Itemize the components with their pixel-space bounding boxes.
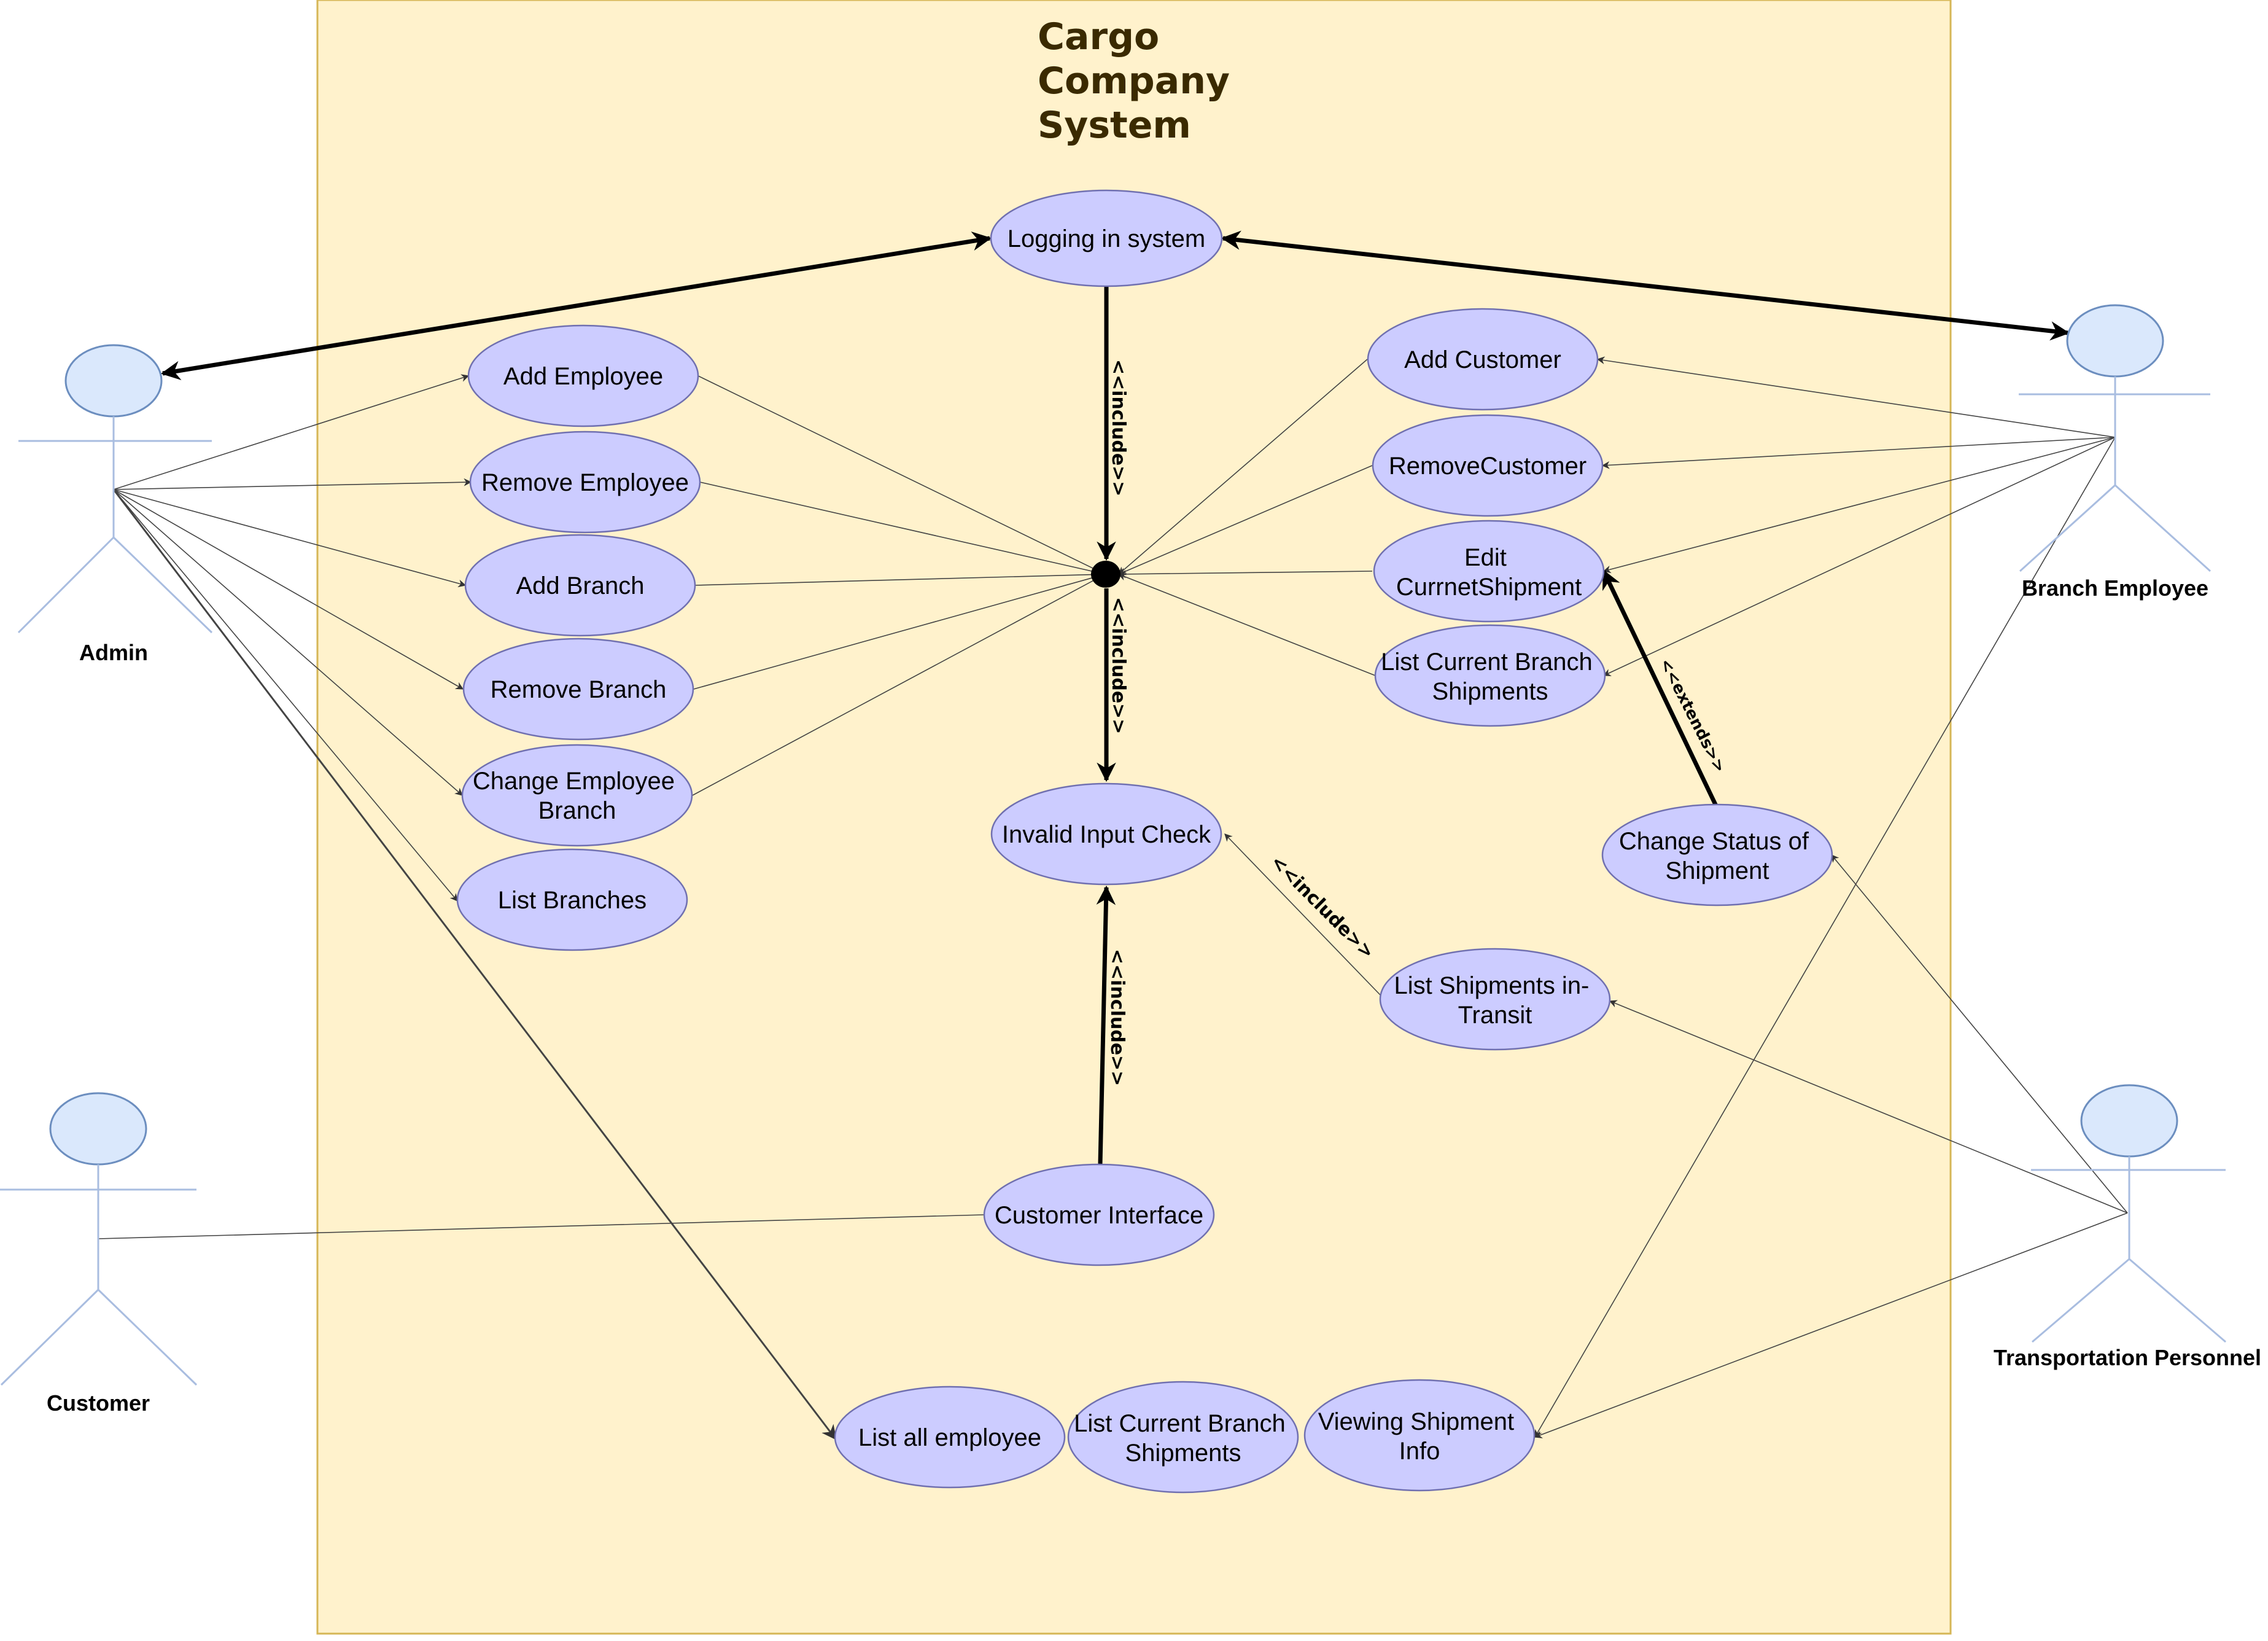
actor-admin[interactable]: Admin <box>17 344 213 665</box>
svg-text:List Shipments in- Trans: List Shipments in- Transit <box>1394 972 1596 1029</box>
transit-include-line <box>1224 833 1381 996</box>
branch-employee-associations <box>1534 356 2116 1438</box>
svg-text:Add Customer: Add Customer <box>1404 346 1561 373</box>
actor-branch-employee[interactable]: Branch Employee <box>2019 304 2212 601</box>
svg-text:Edit CurrnetShipment: Edit CurrnetShipment <box>1396 544 1582 601</box>
use-case-list-branches[interactable]: List Branches <box>456 848 688 951</box>
use-case-logging-in[interactable]: Logging in system <box>990 189 1223 287</box>
use-case-change-status[interactable]: Change Status of Shipment <box>1601 803 1833 906</box>
use-case-viewing-shipment-info[interactable]: Viewing Shipment Info <box>1303 1379 1536 1492</box>
svg-text:Remove Branch: Remove Branch <box>491 676 667 703</box>
use-case-list-in-transit[interactable]: List Shipments in- Transit <box>1379 948 1611 1051</box>
customer-association <box>98 1214 985 1239</box>
use-case-add-customer[interactable]: Add Customer <box>1367 308 1599 411</box>
admin-login-link <box>160 232 992 380</box>
svg-text:List Current Branch Ship: List Current Branch Shipments <box>1381 649 1599 705</box>
actor-customer-label: Customer <box>47 1390 150 1416</box>
admin-associations <box>112 374 837 1440</box>
use-case-add-employee[interactable]: Add Employee <box>467 324 699 427</box>
svg-text:Change Employee Branch: Change Employee Branch <box>473 768 682 824</box>
use-case-list-all-employee[interactable]: List all employee <box>834 1386 1066 1489</box>
extends-arrow <box>1601 569 1718 807</box>
actor-customer[interactable]: Customer <box>0 1092 198 1416</box>
svg-text:Customer Interface: Customer Interface <box>995 1202 1203 1229</box>
svg-text:Add Branch: Add Branch <box>516 572 644 599</box>
svg-text:Change Status of Shipmen: Change Status of Shipment <box>1619 828 1816 884</box>
svg-text:List all employee: List all employee <box>858 1424 1041 1451</box>
svg-text:RemoveCustomer: RemoveCustomer <box>1389 453 1586 480</box>
svg-text:Add Employee: Add Employee <box>503 363 663 390</box>
svg-text:Invalid Input Check: Invalid Input Check <box>1002 821 1211 848</box>
actor-admin-label: Admin <box>79 640 148 665</box>
include-label-invalid: <<include>> <box>1108 597 1129 734</box>
use-case-customer-interface[interactable]: Customer Interface <box>983 1163 1215 1266</box>
use-case-list-current-branch-shipments-bottom[interactable]: List Current Branch Shipments <box>1067 1381 1299 1494</box>
use-case-remove-customer[interactable]: RemoveCustomer <box>1372 414 1604 517</box>
include-label-login: <<include>> <box>1108 359 1129 496</box>
use-case-change-employee-branch[interactable]: Change Employee Branch <box>461 744 693 847</box>
use-case-edit-current-shipment[interactable]: Edit CurrnetShipment <box>1373 520 1605 623</box>
svg-text:Logging in system: Logging in system <box>1008 225 1205 252</box>
actor-transportation-personnel-label: Transportation Personnel <box>1994 1345 2261 1370</box>
customer-include-arrow <box>1096 885 1116 1164</box>
branch-login-link <box>1221 230 2070 341</box>
use-case-invalid-input-check[interactable]: Invalid Input Check <box>990 782 1222 886</box>
actor-transportation-personnel[interactable]: Transportation Personnel <box>1994 1084 2261 1370</box>
svg-text:Viewing Shipment Info: Viewing Shipment Info <box>1318 1408 1521 1465</box>
transport-associations <box>1534 854 2128 1438</box>
use-case-add-branch[interactable]: Add Branch <box>464 534 696 637</box>
svg-text:List Branches: List Branches <box>498 887 647 914</box>
actor-branch-employee-label: Branch Employee <box>2022 575 2208 601</box>
junction-associations <box>692 359 1376 796</box>
use-case-remove-branch[interactable]: Remove Branch <box>462 637 694 741</box>
use-case-list-current-branch-shipments-right[interactable]: List Current Branch Shipments <box>1374 624 1606 727</box>
use-case-remove-employee[interactable]: Remove Employee <box>469 431 701 534</box>
include-junction <box>1091 561 1120 588</box>
svg-text:List Current Branch Ship: List Current Branch Shipments <box>1074 1410 1292 1467</box>
svg-text:Remove Employee: Remove Employee <box>481 469 689 496</box>
include-label-customer: <<include>> <box>1106 949 1128 1086</box>
system-title: Cargo Company System <box>1038 15 1243 147</box>
